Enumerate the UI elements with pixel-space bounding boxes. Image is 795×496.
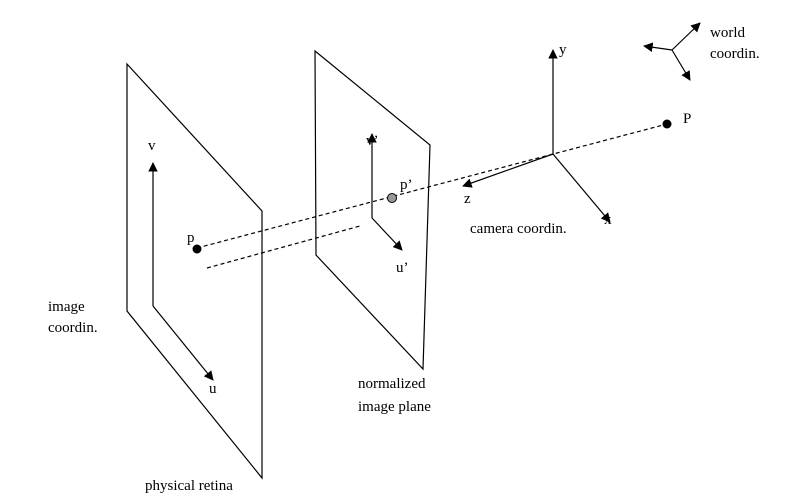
world-label-line2: coordin. bbox=[710, 46, 760, 62]
world-axis-down bbox=[671, 49, 691, 81]
normalized-plane-outline bbox=[314, 49, 431, 371]
u-label: u bbox=[209, 381, 217, 397]
projection-ray-upper bbox=[196, 123, 668, 249]
u-prime-label: u’ bbox=[396, 260, 409, 276]
camera-axis-z bbox=[462, 153, 554, 188]
world-frame: world coordin. bbox=[643, 22, 760, 81]
world-label-line1: world bbox=[710, 25, 745, 41]
image-coordin-label-line2: coordin. bbox=[48, 320, 98, 336]
retina-plane-outline bbox=[126, 62, 263, 480]
p-label: p bbox=[187, 230, 195, 246]
physical-retina-plane: v u p image coordin. physical retina bbox=[48, 62, 263, 494]
normalized-plane-label-line2: image plane bbox=[358, 399, 431, 415]
image-coordin-label-line1: image bbox=[48, 299, 85, 315]
physical-retina-label: physical retina bbox=[145, 478, 233, 494]
v-label: v bbox=[148, 138, 156, 154]
u-axis bbox=[152, 305, 214, 381]
camera-coordin-label: camera coordin. bbox=[470, 221, 567, 237]
camera-x-label: x bbox=[604, 212, 612, 228]
normalized-plane-label-line1: normalized bbox=[358, 376, 426, 392]
projection-ray-lower bbox=[206, 225, 361, 269]
camera-z-label: z bbox=[464, 191, 471, 207]
point-p-dot bbox=[192, 244, 202, 254]
camera-axis-x bbox=[552, 153, 611, 223]
camera-frame: y x z camera coordin. bbox=[462, 42, 612, 237]
point-P-label: P bbox=[683, 111, 691, 127]
camera-y-label: y bbox=[559, 42, 567, 58]
u-prime-axis bbox=[371, 217, 403, 251]
world-axis-left bbox=[643, 42, 673, 52]
p-prime-label: p’ bbox=[400, 177, 413, 193]
v-prime-label: v’ bbox=[366, 133, 379, 149]
normalized-image-plane: v’ p’ u’ normalized image plane bbox=[314, 49, 431, 415]
point-p-prime-dot bbox=[387, 193, 397, 203]
world-axis-up bbox=[671, 22, 701, 51]
